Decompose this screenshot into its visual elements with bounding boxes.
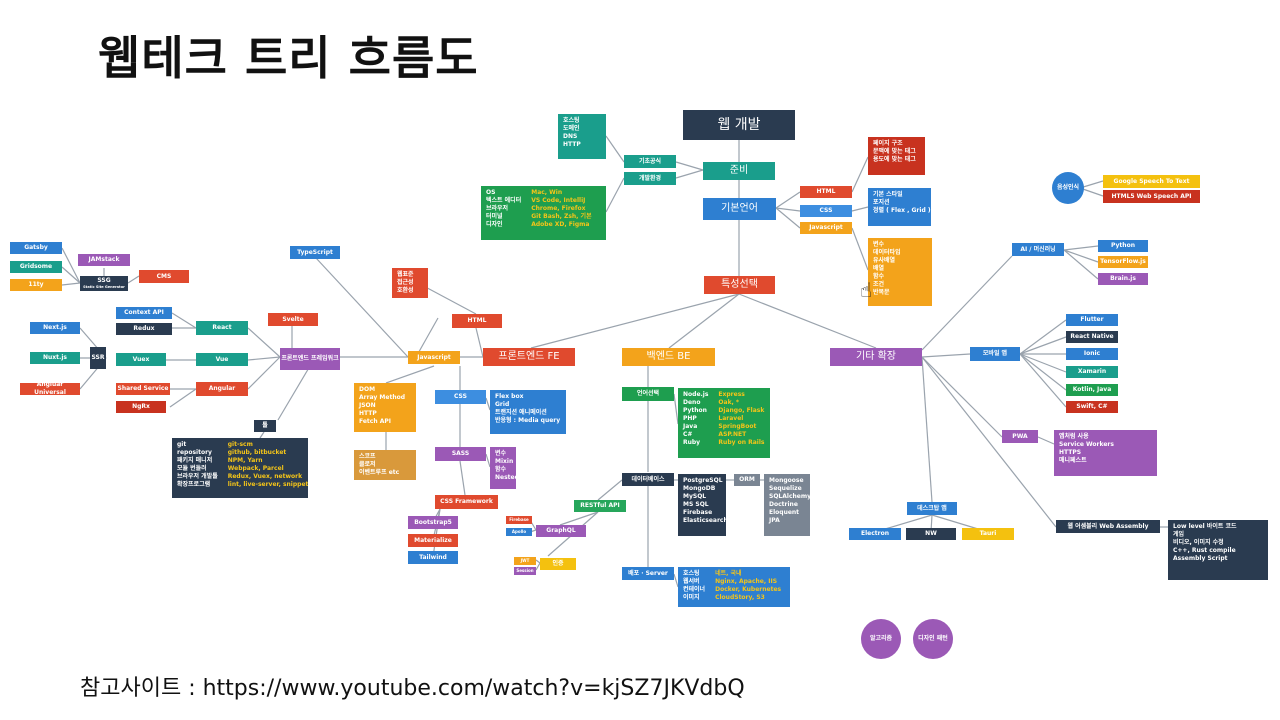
sass-node: SASS [435, 447, 486, 461]
ngrx-node: NgRx [116, 401, 166, 413]
devenv-node: 개발환경 [624, 172, 676, 185]
shared-service-node: Shared Service [116, 383, 170, 395]
tools-node: 툴 [254, 420, 276, 432]
deploy-node: 배포 · Server [622, 567, 674, 580]
auth-jwt-node: JWT [514, 557, 536, 565]
mobile-node: 모바일 앱 [970, 347, 1020, 361]
wasm-node: 웹 어셈블리 Web Assembly [1056, 520, 1160, 533]
graphql-firebase-node: Firebase [506, 516, 532, 524]
gatsby-node: Gatsby [10, 242, 62, 254]
nextjs-node: Next.js [30, 322, 80, 334]
algorithm-node: 알고리즘 [861, 619, 901, 659]
context-api-node: Context API [116, 307, 172, 319]
fe-framework-node: 프론트엔드 프레임워크 [280, 348, 340, 370]
feature-select-node: 특성선택 [704, 276, 775, 294]
basics-node: 기초공식 [624, 155, 676, 168]
js-basic-node: Javascript [800, 222, 852, 234]
angular-node: Angular [196, 382, 248, 396]
other-node: 기타 확장 [830, 348, 922, 366]
redux-node: Redux [116, 323, 172, 335]
speech-node: 음성인식 [1052, 172, 1084, 204]
root-node: 웹 개발 [683, 110, 795, 140]
11ty-node: 11ty [10, 279, 62, 291]
prep-node: 준비 [703, 162, 775, 180]
hand-cursor-icon: ☝ [860, 278, 873, 302]
flutter-node: Flutter [1066, 314, 1118, 326]
js-fe-node: Javascript [408, 351, 460, 364]
restful-node: RESTful API [574, 500, 626, 512]
gridsome-node: Gridsome [10, 261, 62, 273]
css-fe-node: CSS [435, 390, 486, 404]
auth-node: 인증 [540, 558, 576, 570]
graphql-node: GraphQL [536, 525, 586, 537]
google-speech-node: Google Speech To Text [1103, 175, 1200, 188]
bootstrap-node: Bootstrap5 [408, 516, 458, 529]
vuex-node: Vuex [116, 353, 166, 366]
css-framework-node: CSS Framework [435, 495, 498, 509]
typescript-node: TypeScript [290, 246, 340, 259]
swift-node: Swift, C# [1066, 401, 1118, 413]
svelte-node: Svelte [268, 313, 318, 326]
nuxtjs-node: Nuxt.js [30, 352, 80, 364]
materialize-node: Materialize [408, 534, 458, 547]
jamstack-node: JAMstack [78, 254, 130, 266]
page-title: 웹테크 트리 흐름도 [98, 31, 479, 85]
pwa-node: PWA [1002, 430, 1038, 443]
sass-list: 변수Mixin함수Nested [490, 447, 516, 489]
angular-universal-node: Angluar Universal [20, 383, 80, 395]
tauri-node: Tauri [962, 528, 1014, 540]
basic-lang-node: 기본언어 [703, 198, 776, 220]
react-native-node: React Native [1066, 331, 1118, 343]
cms-node: CMS [139, 270, 189, 283]
database-node: 데이터베이스 [622, 473, 674, 486]
react-node: React [196, 321, 248, 335]
reference-link[interactable]: 참고사이트 : https://www.youtube.com/watch?v=… [80, 676, 745, 701]
electron-node: Electron [849, 528, 901, 540]
tailwind-node: Tailwind [408, 551, 458, 564]
html5-speech-node: HTML5 Web Speech API [1103, 190, 1200, 203]
ionic-node: Ionic [1066, 348, 1118, 360]
vue-node: Vue [196, 353, 248, 366]
html-fe-node: HTML [452, 314, 502, 328]
brainjs-node: Brain.js [1098, 273, 1148, 285]
graphql-apollo-node: Apollo [506, 528, 532, 536]
backend-node: 백엔드 BE [622, 348, 715, 366]
frontend-node: 프론트엔드 FE [483, 348, 575, 366]
nw-node: NW [906, 528, 956, 540]
python-node: Python [1098, 240, 1148, 252]
kotlin-java-node: Kotlin, Java [1066, 384, 1118, 396]
auth-session-node: Session [514, 567, 536, 575]
html-basic-node: HTML [800, 186, 852, 198]
orm-node: ORM [734, 474, 760, 486]
tensorflow-node: TensorFlow.js [1098, 256, 1148, 268]
lang-select-node: 언어선택 [622, 387, 674, 401]
ai-ml-node: AI / 머신러닝 [1012, 243, 1064, 256]
design-pattern-node: 디자인 패턴 [913, 619, 953, 659]
xamarin-node: Xamarin [1066, 366, 1118, 378]
ssr-node: SSR [90, 347, 106, 369]
desktop-node: 데스크탑 앱 [907, 502, 957, 515]
css-basic-node: CSS [800, 205, 852, 217]
